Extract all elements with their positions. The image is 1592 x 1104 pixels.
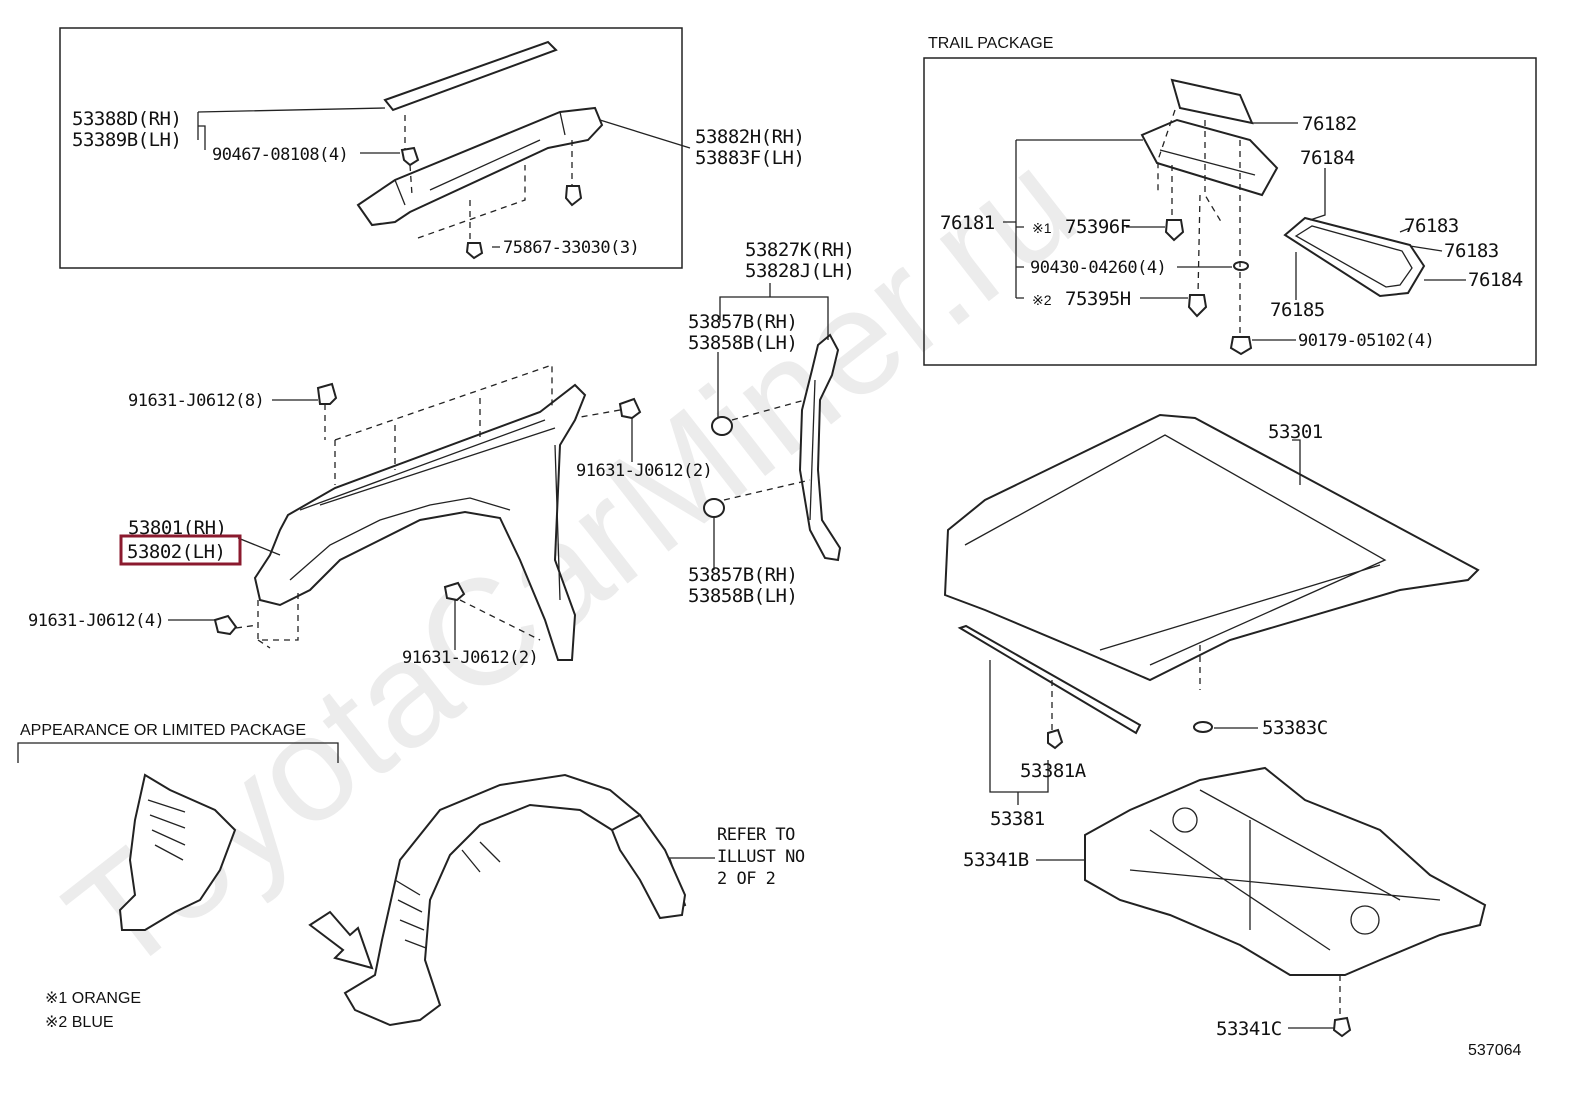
label-75867[interactable]: 75867-33030(3) [503, 238, 640, 258]
label-90179[interactable]: 90179-05102(4) [1298, 331, 1435, 351]
part-53383C-cushion[interactable] [1193, 721, 1213, 733]
clip-53341C[interactable] [1332, 1016, 1352, 1038]
label-53857B-top[interactable]: 53857B(RH) [688, 311, 798, 333]
refer-line-3: 2 OF 2 [717, 869, 775, 889]
diagram-id: 537064 [1468, 1042, 1521, 1059]
part-53301-hood[interactable] [943, 413, 1480, 682]
part-53381-seal[interactable] [957, 624, 1142, 735]
nut-90430[interactable] [1233, 261, 1249, 271]
clip-75867-b[interactable] [465, 242, 484, 260]
part-53388D-seal[interactable] [383, 40, 558, 112]
label-53828J[interactable]: 53828J(LH) [745, 260, 855, 282]
bolt-91631-4[interactable] [213, 614, 238, 636]
label-76181[interactable]: 76181 [940, 212, 995, 234]
label-76182[interactable]: 76182 [1302, 113, 1357, 135]
part-fender-liner-small[interactable] [118, 773, 237, 931]
label-75396F[interactable]: 75396F [1065, 216, 1131, 238]
bolt-91631-2a[interactable] [618, 397, 642, 420]
label-76183-a[interactable]: 76183 [1404, 215, 1459, 237]
refer-line-1: REFER TO [717, 825, 795, 845]
part-53801-fender[interactable] [253, 383, 587, 661]
label-53858B-bottom[interactable]: 53858B(LH) [688, 585, 798, 607]
label-91631-4[interactable]: 91631-J0612(4) [28, 611, 165, 631]
label-53827K[interactable]: 53827K(RH) [745, 239, 855, 261]
direction-arrow [308, 910, 374, 970]
label-53883F[interactable]: 53883F(LH) [695, 147, 805, 169]
part-76182[interactable] [1170, 78, 1254, 125]
label-53381[interactable]: 53381 [990, 808, 1045, 830]
label-91631-8[interactable]: 91631-J0612(8) [128, 391, 265, 411]
refer-line-2: ILLUST NO [717, 847, 805, 867]
bolt-91631-2b[interactable] [443, 581, 466, 602]
clip-75867-a[interactable] [564, 185, 583, 207]
clip-53381A[interactable] [1047, 728, 1064, 750]
cowl-group-frame [59, 27, 683, 269]
mark-orange-75396F: ※1 [1032, 220, 1052, 236]
label-53383C[interactable]: 53383C [1262, 717, 1328, 739]
label-53301[interactable]: 53301 [1268, 421, 1323, 443]
label-53882H[interactable]: 53882H(RH) [695, 126, 805, 148]
label-76184-bottom[interactable]: 76184 [1468, 269, 1523, 291]
mark-blue-75395H: ※2 [1032, 292, 1052, 308]
nut-90179[interactable] [1229, 336, 1253, 356]
label-90467[interactable]: 90467-08108(4) [212, 145, 349, 165]
label-53389B[interactable]: 53389B(LH) [72, 129, 182, 151]
header-trail-package: TRAIL PACKAGE [928, 35, 1053, 52]
bolt-91631-8[interactable] [316, 382, 338, 405]
label-91631-2b[interactable]: 91631-J0612(2) [402, 648, 539, 668]
clip-90467[interactable] [400, 146, 420, 167]
clip-75396F[interactable] [1164, 219, 1185, 242]
label-76183-b[interactable]: 76183 [1444, 240, 1499, 262]
label-53341C[interactable]: 53341C [1216, 1018, 1282, 1040]
note-blue: ※2 BLUE [45, 1014, 114, 1031]
part-76181[interactable] [1140, 118, 1279, 197]
label-53801[interactable]: 53801(RH) [128, 517, 227, 539]
label-90430[interactable]: 90430-04260(4) [1030, 258, 1167, 278]
part-76183[interactable] [1294, 225, 1413, 288]
part-53882H-panel[interactable] [356, 106, 604, 227]
note-orange: ※1 ORANGE [45, 990, 141, 1007]
label-53388D[interactable]: 53388D(RH) [72, 108, 182, 130]
label-75395H[interactable]: 75395H [1065, 288, 1131, 310]
header-appearance-package: APPEARANCE OR LIMITED PACKAGE [20, 722, 306, 739]
trail-package-frame [923, 57, 1537, 366]
clip-53857B-bottom[interactable] [703, 498, 725, 518]
label-91631-2a[interactable]: 91631-J0612(2) [576, 461, 713, 481]
label-53858B-top[interactable]: 53858B(LH) [688, 332, 798, 354]
label-53341B[interactable]: 53341B [963, 849, 1029, 871]
clip-75395H[interactable] [1187, 294, 1208, 318]
part-53341B-insulator[interactable] [1084, 766, 1487, 976]
part-liner-rear-piece[interactable] [610, 813, 687, 920]
label-53802[interactable]: 53802(LH) [127, 541, 226, 563]
label-53381A[interactable]: 53381A [1020, 760, 1087, 782]
part-fender-liner-large[interactable] [343, 773, 687, 1027]
label-76184-top[interactable]: 76184 [1300, 147, 1355, 169]
label-53857B-bottom[interactable]: 53857B(RH) [688, 564, 798, 586]
clip-53857B-top[interactable] [711, 416, 733, 436]
label-76185[interactable]: 76185 [1270, 299, 1325, 321]
part-76185[interactable] [1283, 216, 1426, 298]
highlight-53802 [119, 534, 242, 566]
